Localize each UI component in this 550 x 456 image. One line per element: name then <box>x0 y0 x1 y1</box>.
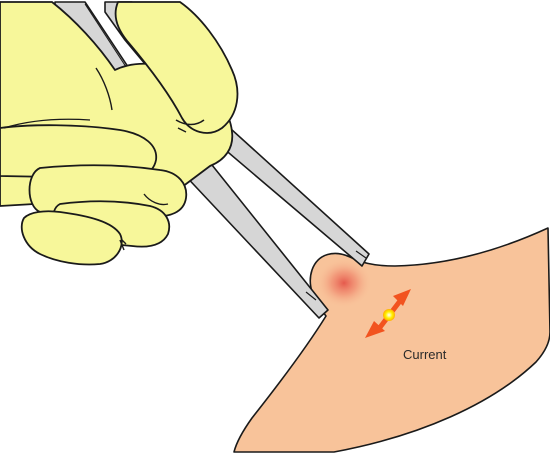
current-label: Current <box>403 347 447 362</box>
heated-tissue-spot <box>316 258 372 308</box>
current-point-icon <box>383 309 395 321</box>
gloved-hand <box>0 2 237 265</box>
